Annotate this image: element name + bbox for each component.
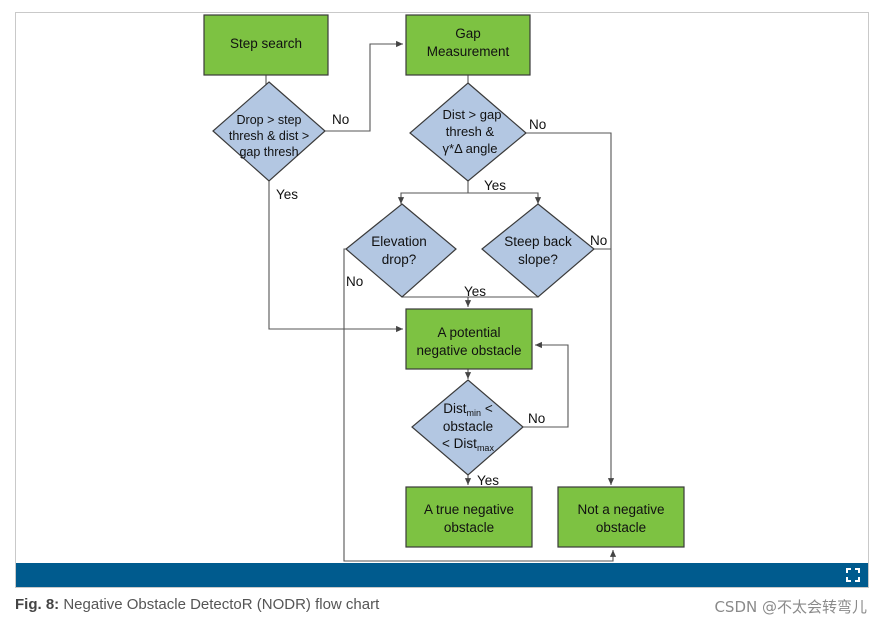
- elevation-drop-line1: Elevation: [371, 234, 427, 249]
- edge-dist-yes: [397, 181, 469, 204]
- edges: [262, 40, 617, 562]
- potential-obstacle-line1: A potential: [437, 325, 500, 340]
- dist-range-dist-text: Dist: [443, 401, 466, 416]
- dist-range-max-subscript: max: [477, 443, 495, 453]
- dist-range-min-subscript: min: [467, 408, 482, 418]
- potential-obstacle-line2: negative obstacle: [416, 343, 521, 358]
- dist-gap-decision-line1: Dist > gap: [443, 107, 502, 122]
- edge-range-no: [523, 341, 569, 428]
- gap-measurement-label-line2: Measurement: [427, 44, 510, 59]
- true-obstacle-line1: A true negative: [424, 502, 514, 517]
- flowchart: Step search Gap Measurement Drop > step …: [203, 14, 685, 562]
- dist-range-lt-text: <: [481, 401, 493, 416]
- edge-drop-no: [325, 40, 403, 132]
- dist-range-decision-line1: Distmin <: [443, 401, 493, 418]
- dist-range-decision-line3: < Distmax: [442, 436, 494, 453]
- label-steep-no: No: [590, 233, 607, 248]
- steep-back-slope-line2: slope?: [518, 252, 558, 267]
- dist-range-max-text: < Dist: [442, 436, 477, 451]
- drop-decision-line3: gap thresh: [239, 145, 298, 159]
- edge-drop-yes: [268, 181, 403, 333]
- node-not-obstacle: Not a negative obstacle: [557, 486, 685, 548]
- caption-label: Fig. 8:: [15, 596, 60, 613]
- not-obstacle-line2: obstacle: [596, 520, 646, 535]
- dist-range-decision-line2: obstacle: [443, 419, 493, 434]
- watermark: CSDN @不太会转弯儿: [714, 598, 867, 616]
- node-elevation-drop: Elevation drop?: [345, 203, 457, 298]
- label-drop-yes: Yes: [276, 187, 298, 202]
- node-steep-back-slope: Steep back slope?: [481, 203, 595, 298]
- node-step-search: Step search: [203, 14, 329, 76]
- gap-measurement-label-line1: Gap: [455, 26, 481, 41]
- fullscreen-expand-icon[interactable]: [846, 568, 860, 582]
- label-merge-yes: Yes: [464, 284, 486, 299]
- true-obstacle-line2: obstacle: [444, 520, 494, 535]
- node-potential-obstacle: A potential negative obstacle: [405, 308, 533, 370]
- drop-decision-line1: Drop > step: [237, 113, 302, 127]
- figure-toolbar: [16, 563, 868, 587]
- step-search-label: Step search: [230, 36, 302, 51]
- edge-dist-no: [526, 132, 615, 485]
- node-dist-range-decision: Distmin < obstacle < Distmax: [411, 379, 524, 476]
- caption-text: Negative Obstacle DetectoR (NODR) flow c…: [63, 596, 380, 613]
- not-obstacle-line1: Not a negative: [577, 502, 664, 517]
- node-gap-measurement: Gap Measurement: [405, 14, 531, 76]
- drop-decision-line2: thresh & dist >: [229, 129, 309, 143]
- dist-gap-decision-line3: γ*Δ angle: [443, 141, 498, 156]
- label-elevation-no: No: [346, 274, 363, 289]
- edge-dist-yes-right: [468, 192, 542, 204]
- node-drop-decision: Drop > step thresh & dist > gap thresh: [212, 81, 326, 182]
- node-dist-gap-decision: Dist > gap thresh & γ*Δ angle: [409, 82, 527, 182]
- figure-caption: Fig. 8: Negative Obstacle DetectoR (NODR…: [15, 596, 379, 613]
- label-gap-yes: Yes: [484, 178, 506, 193]
- label-gap-no: No: [529, 117, 546, 132]
- dist-gap-decision-line2: thresh &: [446, 124, 495, 139]
- steep-back-slope-line1: Steep back: [504, 234, 572, 249]
- label-range-yes: Yes: [477, 473, 499, 488]
- label-drop-no: No: [332, 112, 349, 127]
- figure-frame: Step search Gap Measurement Drop > step …: [15, 12, 869, 588]
- label-range-no: No: [528, 411, 545, 426]
- elevation-drop-line2: drop?: [382, 252, 417, 267]
- node-true-obstacle: A true negative obstacle: [405, 486, 533, 548]
